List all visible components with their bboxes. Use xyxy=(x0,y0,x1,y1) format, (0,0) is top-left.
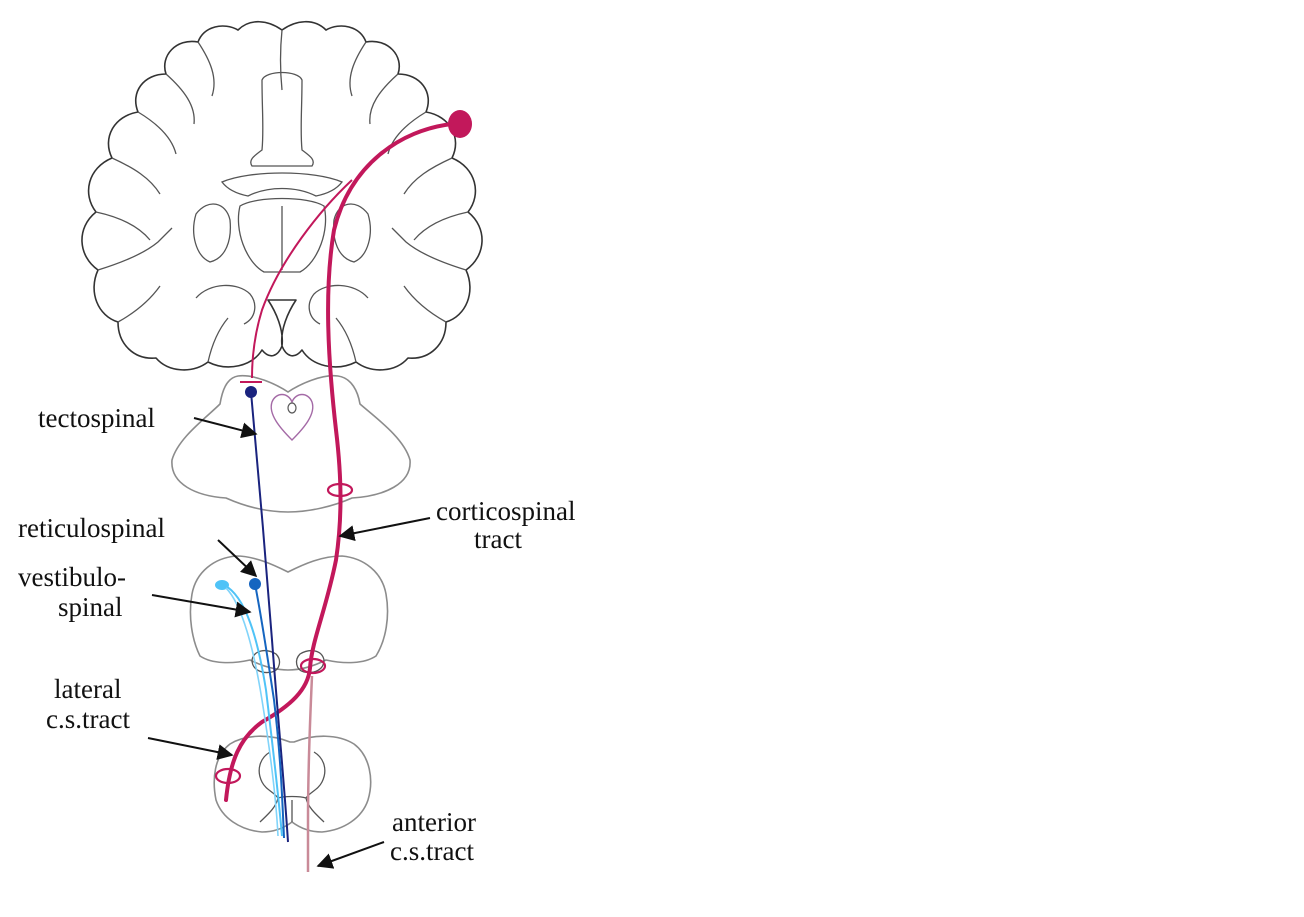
medulla-outline xyxy=(189,555,389,671)
lateral-cs-label-line1: lateral xyxy=(54,674,121,704)
vestibulospinal-pointer xyxy=(151,594,252,618)
vestibulospinal-label-line1: vestibulo- xyxy=(18,562,126,592)
corticospinal-label-line1: corticospinal xyxy=(436,496,575,526)
brainstem-upper-section xyxy=(171,374,411,513)
corticospinal-marker-pons xyxy=(326,482,354,498)
pyramid-right xyxy=(295,649,325,674)
corticospinal-pointer xyxy=(338,517,431,542)
brain-coronal-section xyxy=(81,20,483,371)
upper-brainstem-outline xyxy=(171,374,411,513)
sulcus-left-3 xyxy=(137,111,177,155)
tectospinal-axon xyxy=(250,391,289,843)
sulcus-right-3 xyxy=(387,111,427,155)
basal-ganglia-left xyxy=(193,203,232,263)
longitudinal-fissure xyxy=(279,29,283,91)
grey-matter-butterfly xyxy=(258,751,326,823)
reticulospinal-pointer xyxy=(217,539,258,578)
basal-ganglia-right xyxy=(332,203,371,263)
sulcus-left-1 xyxy=(197,41,215,97)
anterior-corticospinal-axon xyxy=(306,675,314,872)
lateral-cs-marker xyxy=(214,767,242,785)
medulla-section xyxy=(189,555,389,674)
label-lateral-cs-tract: lateral c.s.tract xyxy=(46,674,234,760)
label-anterior-cs-tract: anterior c.s.tract xyxy=(316,807,476,869)
sulcus-right-7 xyxy=(403,285,447,323)
temporal-lobe-right xyxy=(308,284,369,325)
sulcus-right-2 xyxy=(369,73,399,125)
corticospinal-marker-medulla xyxy=(299,657,327,675)
temporal-lobe-left xyxy=(195,284,256,325)
thalamus xyxy=(237,197,327,273)
lateral-ventricles xyxy=(250,71,314,167)
anterior-cs-pointer xyxy=(316,841,385,869)
motor-cortex-cell-body xyxy=(448,110,472,138)
sulcus-right-8 xyxy=(335,317,357,363)
reticulospinal-pathway xyxy=(249,578,285,839)
lateral-cs-pointer xyxy=(147,737,234,760)
tectospinal-pathway xyxy=(245,386,289,843)
sulcus-left-7 xyxy=(117,285,161,323)
anterior-cs-label-line2: c.s.tract xyxy=(390,836,474,866)
sulcus-right-4 xyxy=(403,157,453,195)
vestibular-nucleus-cell xyxy=(215,580,229,590)
tectospinal-label: tectospinal xyxy=(38,403,155,433)
cerebral-aqueduct xyxy=(270,393,314,441)
aqueduct-lumen xyxy=(287,402,297,414)
lateral-cs-label-line2: c.s.tract xyxy=(46,704,130,734)
brain-outline xyxy=(81,20,483,371)
anterior-cs-label-line1: anterior xyxy=(392,807,476,837)
tectospinal-pointer xyxy=(193,417,258,439)
sulcus-left-5 xyxy=(95,211,151,241)
lateral-sulcus-left xyxy=(97,227,173,271)
sulcus-right-5 xyxy=(413,211,469,241)
label-tectospinal: tectospinal xyxy=(38,403,258,439)
label-corticospinal: corticospinal tract xyxy=(338,496,575,554)
corticotectal-branch xyxy=(251,179,353,379)
corticospinal-label-line2: tract xyxy=(474,524,522,554)
sulcus-right-1 xyxy=(349,41,367,97)
corpus-callosum xyxy=(220,172,344,197)
sulcus-left-2 xyxy=(165,73,195,125)
reticulospinal-label: reticulospinal xyxy=(18,513,165,543)
label-vestibulospinal: vestibulo- spinal xyxy=(18,562,252,622)
vestibulospinal-label-line2: spinal xyxy=(58,592,123,622)
sulcus-left-4 xyxy=(111,157,161,195)
sulcus-left-8 xyxy=(207,317,229,363)
reticulospinal-axon xyxy=(254,583,285,839)
lateral-sulcus-right xyxy=(391,227,467,271)
pyramid-left xyxy=(251,649,281,674)
label-reticulospinal: reticulospinal xyxy=(18,513,258,578)
